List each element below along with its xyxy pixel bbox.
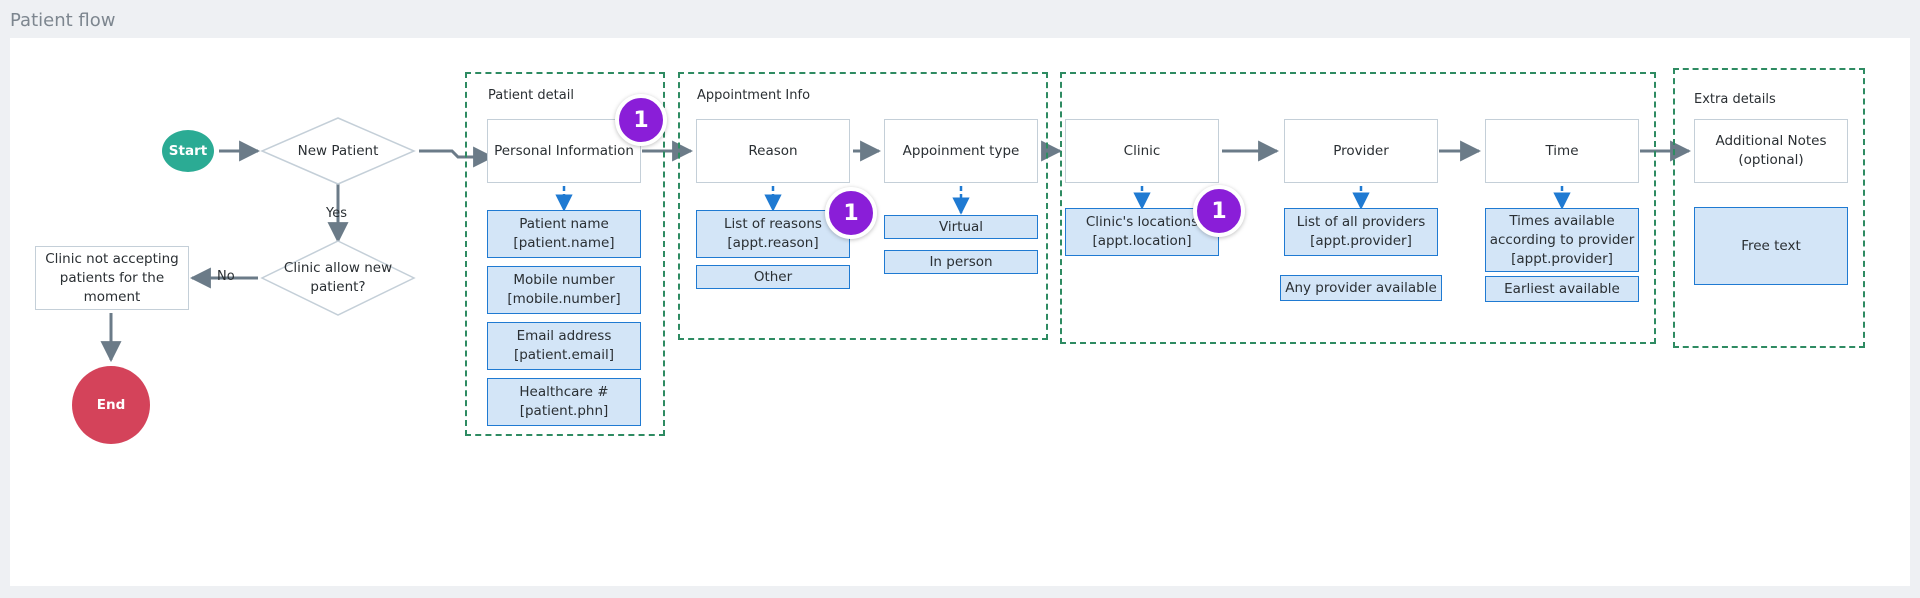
time-step[interactable]: Time xyxy=(1485,119,1639,183)
appointment-type-step[interactable]: Appoinment type xyxy=(884,119,1038,183)
end-node[interactable]: End xyxy=(72,366,150,444)
field-mobile-number[interactable]: Mobile number [mobile.number] xyxy=(487,266,641,314)
field-earliest-available[interactable]: Earliest available xyxy=(1485,276,1639,302)
start-node[interactable]: Start xyxy=(162,130,214,172)
group-label-appointment-info: Appointment Info xyxy=(697,88,811,103)
clinic-step[interactable]: Clinic xyxy=(1065,119,1219,183)
group-label-extra-details: Extra details xyxy=(1694,92,1776,107)
group-scheduling xyxy=(1060,72,1656,344)
new-patient-label[interactable]: New Patient xyxy=(297,142,379,159)
personal-information-step[interactable]: Personal Information xyxy=(487,119,641,183)
badge-personal-information: 1 xyxy=(615,94,667,146)
group-extra-details xyxy=(1673,68,1865,348)
field-in-person[interactable]: In person xyxy=(884,250,1038,274)
badge-clinic-locations: 1 xyxy=(1193,185,1245,237)
new-patient-diamond xyxy=(260,117,416,185)
connectors xyxy=(100,117,1692,363)
field-free-text[interactable]: Free text xyxy=(1694,207,1848,285)
reason-step[interactable]: Reason xyxy=(696,119,850,183)
field-any-provider[interactable]: Any provider available xyxy=(1280,275,1442,301)
field-virtual[interactable]: Virtual xyxy=(884,215,1038,239)
clinic-allow-diamond xyxy=(260,240,416,316)
badge-list-of-reasons: 1 xyxy=(825,187,877,239)
page-title: Patient flow xyxy=(10,10,116,31)
no-label: No xyxy=(217,269,235,284)
field-patient-name[interactable]: Patient name [patient.name] xyxy=(487,210,641,258)
yes-label: Yes xyxy=(326,206,347,221)
field-times-available[interactable]: Times available according to provider [a… xyxy=(1485,208,1639,272)
group-appointment-info xyxy=(678,72,1048,340)
additional-notes-step[interactable]: Additional Notes (optional) xyxy=(1694,119,1848,183)
field-reason-other[interactable]: Other xyxy=(696,265,850,289)
diagram-canvas: Patient detail Appointment Info Extra de… xyxy=(10,38,1910,586)
field-list-of-reasons[interactable]: List of reasons [appt.reason] xyxy=(696,210,850,258)
clinic-allow-label[interactable]: Clinic allow new patient? xyxy=(283,260,393,295)
group-patient-detail xyxy=(465,72,665,436)
field-healthcare-number[interactable]: Healthcare # [patient.phn] xyxy=(487,378,641,426)
field-email-address[interactable]: Email address [patient.email] xyxy=(487,322,641,370)
group-label-patient-detail: Patient detail xyxy=(488,88,574,103)
provider-step[interactable]: Provider xyxy=(1284,119,1438,183)
not-accepting-box[interactable]: Clinic not accepting patients for the mo… xyxy=(35,246,189,310)
field-list-of-providers[interactable]: List of all providers [appt.provider] xyxy=(1284,208,1438,256)
arrow-new-patient-to-personal-info xyxy=(419,146,495,168)
